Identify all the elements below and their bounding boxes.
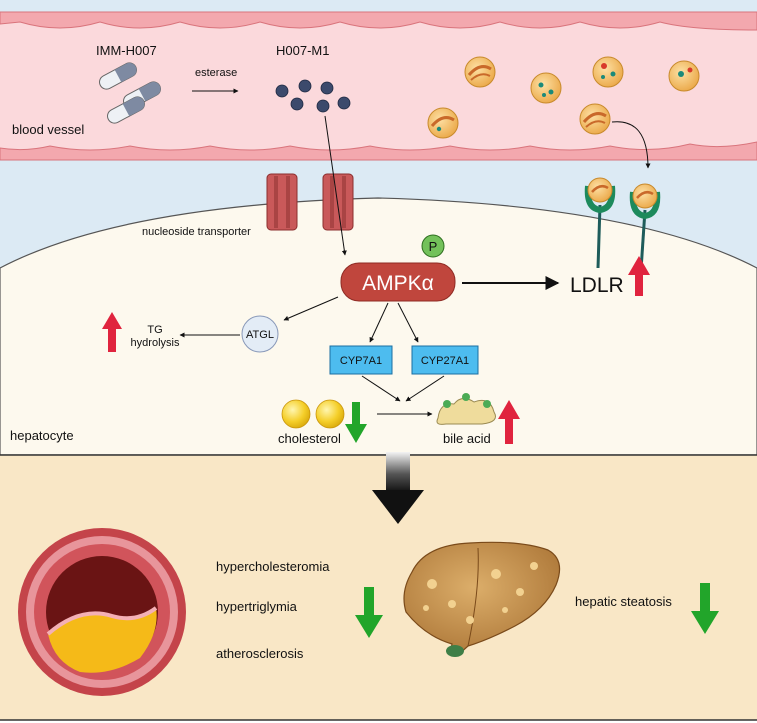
outcomes-down-arrow [355, 587, 383, 638]
ldlr-up-arrow [628, 256, 650, 296]
blood-vessel [0, 11, 757, 161]
cholesterol-label: cholesterol [278, 431, 341, 446]
ampk-cyp7a1-arrow [369, 302, 389, 343]
ldlr-label: LDLR [570, 274, 624, 297]
lipoprotein-particles-icon [427, 56, 700, 139]
blood-vessel-label: blood vessel [12, 122, 84, 137]
transporter-label: nucleoside transporter [142, 226, 251, 238]
ampk-node: AMPKα [340, 262, 456, 302]
tg-label: TG [147, 324, 162, 336]
steatosis-down-arrow [691, 583, 719, 634]
capsules-icon [99, 62, 161, 124]
ampk-label: AMPKα [362, 272, 434, 295]
effect-arrow-icon [372, 452, 424, 524]
cyp7a1-label: CYP7A1 [340, 355, 382, 367]
cyp7a1-merge-line [361, 375, 401, 402]
cyp7a1-node: CYP7A1 [329, 345, 393, 375]
metabolite-molecules-icon [275, 79, 351, 113]
atgl-node [241, 315, 279, 353]
cyp27a1-label: CYP27A1 [421, 355, 469, 367]
enzyme-label: esterase [195, 67, 237, 79]
cyp27a1-node: CYP27A1 [411, 345, 479, 375]
hepatocyte-cell [0, 197, 757, 456]
tg-hydrolysis-up-arrow [102, 312, 122, 352]
ampk-cyp27a1-arrow [397, 302, 419, 343]
atgl-label: ATGL [246, 329, 274, 341]
bile-acid-up-arrow [498, 400, 520, 444]
ldl-uptake-arrow [611, 121, 651, 169]
outcome-hypercholesterolemia: hypercholesteromia [216, 559, 330, 574]
phosphate-icon: P [421, 234, 445, 258]
cholesterol-down-arrow [345, 402, 367, 443]
outcome-hypertriglyceridemia: hypertriglymia [216, 599, 298, 614]
phospho-label: P [429, 239, 438, 254]
nucleoside-transporter-icon [266, 173, 354, 231]
metabolite-label: H007-M1 [276, 43, 329, 58]
hepatic-steatosis-label: hepatic steatosis [575, 594, 672, 609]
outcome-atherosclerosis: atherosclerosis [216, 646, 304, 661]
uptake-arrow [324, 115, 347, 256]
liver-icon [403, 541, 561, 657]
drug-label: IMM-H007 [96, 43, 157, 58]
bile-acid-icon [436, 393, 496, 425]
bile-acid-label: bile acid [443, 431, 491, 446]
artery-cross-section-icon [18, 528, 186, 696]
cholesterol-droplets-icon [281, 399, 345, 429]
hydrolysis-label: hydrolysis [131, 337, 180, 349]
cyp27a1-merge-line [405, 375, 445, 402]
ampk-atgl-arrow [283, 296, 339, 321]
hepatocyte-label: hepatocyte [10, 428, 74, 443]
ldl-receptor-icon [584, 177, 661, 286]
